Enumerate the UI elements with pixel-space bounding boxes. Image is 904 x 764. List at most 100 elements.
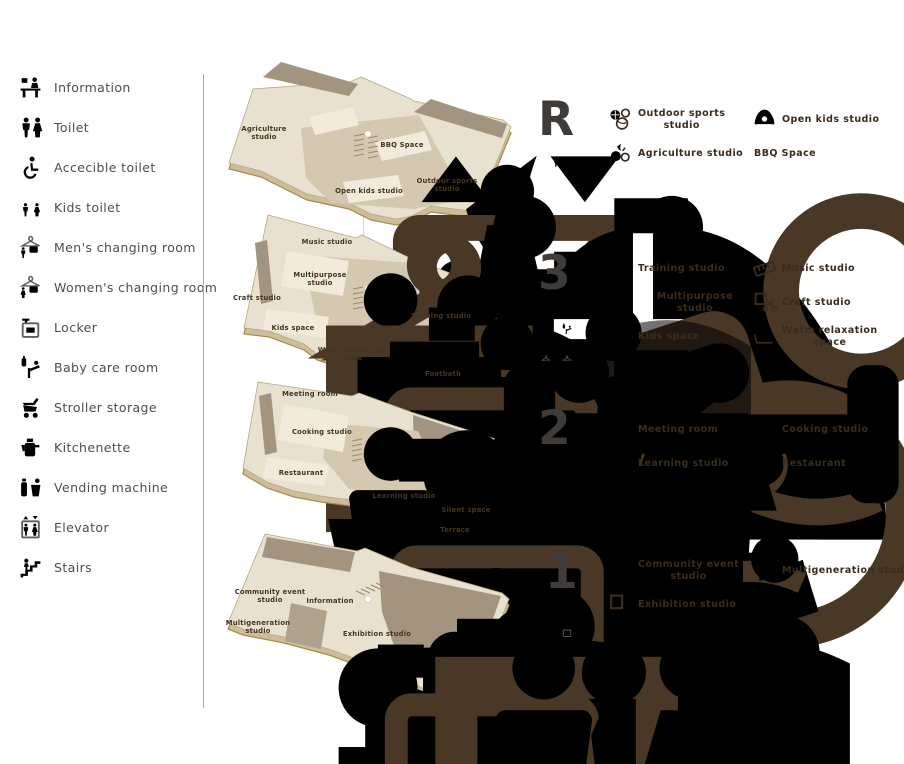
accessible-toilet-icon <box>561 307 573 319</box>
legend-label: Stairs <box>54 560 93 575</box>
map-label-craft: Craft studio <box>233 294 281 302</box>
map-label-information: Information <box>306 597 353 605</box>
map-label-training: Training studio <box>411 312 472 320</box>
facility-item: Multipurpose studio <box>608 289 752 316</box>
floor-2-roof-strip <box>259 393 277 455</box>
multipurpose-icon <box>608 290 633 315</box>
floor-number: 3 <box>538 246 571 301</box>
floor-amenities <box>540 610 575 654</box>
legend: Information Toilet Accecible toilet Kids… <box>18 74 217 594</box>
facility-item: Kids space <box>608 323 752 350</box>
legend-item-accessible-toilet: Accecible toilet <box>18 154 198 181</box>
map-label-multigeneration-2: studio <box>245 627 270 635</box>
legend-label: Stroller storage <box>54 400 157 415</box>
kids-space-icon <box>608 324 633 349</box>
vending-icon <box>561 478 573 490</box>
map-label-multipurpose-2: studio <box>307 279 332 287</box>
toilet-icon <box>540 462 552 474</box>
outdoor-sports-icon <box>608 107 633 132</box>
facility-item: Agriculture studio <box>608 140 752 167</box>
accessible-toilet-icon <box>561 462 573 474</box>
map-label-restaurant: Restaurant <box>279 469 324 477</box>
facility-label-2: studio <box>663 119 700 131</box>
facility-label: Music studio <box>782 262 856 274</box>
map-label-community-2: studio <box>257 596 282 604</box>
facility-label: Exhibition studio <box>638 598 737 610</box>
womens-changing-icon <box>561 355 573 367</box>
facility-label: Craft studio <box>782 296 851 308</box>
map-label-cooking: Cooking studio <box>292 428 352 436</box>
floor-3-multipurpose-area <box>281 251 349 296</box>
legend-item-toilet: Toilet <box>18 114 198 141</box>
floor-r-panel <box>309 107 359 135</box>
map-label-learning: Learning studio <box>372 492 435 500</box>
legend-label: Women's changing room <box>54 280 218 295</box>
floor-1-stairs-hatch <box>355 582 386 596</box>
legend-label: Toilet <box>54 120 90 135</box>
map-label-kids-space: Kids space <box>271 324 314 332</box>
floor-r-openkids-area <box>343 175 404 203</box>
map-label-meeting: Meeting room <box>282 390 338 398</box>
facility-label-2: studio <box>670 570 707 582</box>
legend-item-baby-care: Baby care room <box>18 354 198 381</box>
floor-1-elevator-dot <box>364 595 372 603</box>
music-icon <box>752 256 777 281</box>
legend-item-stroller: Stroller storage <box>18 394 198 421</box>
vending-icon <box>540 626 552 638</box>
facility-label: Community event <box>638 558 740 570</box>
floor-number: R <box>538 92 574 147</box>
floor-r-map: Agriculture studio BBQ Space Open kids s… <box>228 62 904 630</box>
legend-label: Vending machine <box>54 480 169 495</box>
toilet-icon <box>540 610 552 622</box>
facility-item: Open kids studio <box>752 106 904 133</box>
facility-label: Warm relaxation <box>782 324 878 336</box>
agriculture-icon <box>608 141 633 166</box>
map-label-music: Music studio <box>302 238 353 246</box>
floor-r-roof-left <box>263 62 358 96</box>
floor-amenities <box>540 462 575 506</box>
floor-3-kids-area <box>263 309 329 338</box>
map-label-multigeneration: Multigeneration <box>226 619 290 627</box>
map-label-outdoor-sports-2: studio <box>434 185 459 193</box>
legend-item-mens-changing: Men's changing room <box>18 234 198 261</box>
floor-r-bbq-area <box>375 131 432 161</box>
facility-label: Agriculture studio <box>638 147 744 159</box>
facility-label: BBQ Space <box>754 147 817 159</box>
floor-r-elevator-dot <box>364 130 372 138</box>
floor-1-roof-top <box>262 537 355 572</box>
map-label-outdoor-sports: Outdoor sports <box>417 177 478 185</box>
baby-care-icon <box>561 323 573 335</box>
legend-label: Kids toilet <box>54 200 121 215</box>
facility-item: Training studio <box>608 255 752 282</box>
facility-label: Kids space <box>638 330 700 342</box>
stroller-icon <box>540 339 552 351</box>
facility-label: Outdoor sports <box>638 107 726 119</box>
kids-toilet-icon <box>552 642 564 654</box>
facility-item: Cooking studio <box>752 416 904 443</box>
map-label-warm-relax-2: space <box>339 354 362 362</box>
legend-item-stairs: Stairs <box>18 554 198 581</box>
facility-item: BBQ Space <box>752 140 904 167</box>
facility-item: Multigeneration studio <box>752 557 904 584</box>
map-label-community: Community event <box>235 588 306 596</box>
legend-item-elevator: Elevator <box>18 514 198 541</box>
facility-item: Restaurant <box>752 450 904 477</box>
facility-item: Meeting room <box>608 416 752 443</box>
floor-2-restaurant-area <box>263 457 329 486</box>
legend-label: Men's changing room <box>54 240 196 255</box>
floor-facility-list: Training studio Music studio Multipurpos… <box>608 255 904 350</box>
community-event-icon <box>608 558 633 583</box>
legend-label: Information <box>54 80 131 95</box>
restaurant-icon <box>752 451 777 476</box>
floor-number: 1 <box>545 545 578 600</box>
map-label-warm-relax: Warm relaxation <box>318 346 385 354</box>
legend-label: Baby care room <box>54 360 159 375</box>
meeting-icon <box>608 417 633 442</box>
map-label-exhibition: Exhibition studio <box>343 630 411 638</box>
legend-label: Locker <box>54 320 98 335</box>
facility-item: Exhibition studio <box>608 591 752 618</box>
